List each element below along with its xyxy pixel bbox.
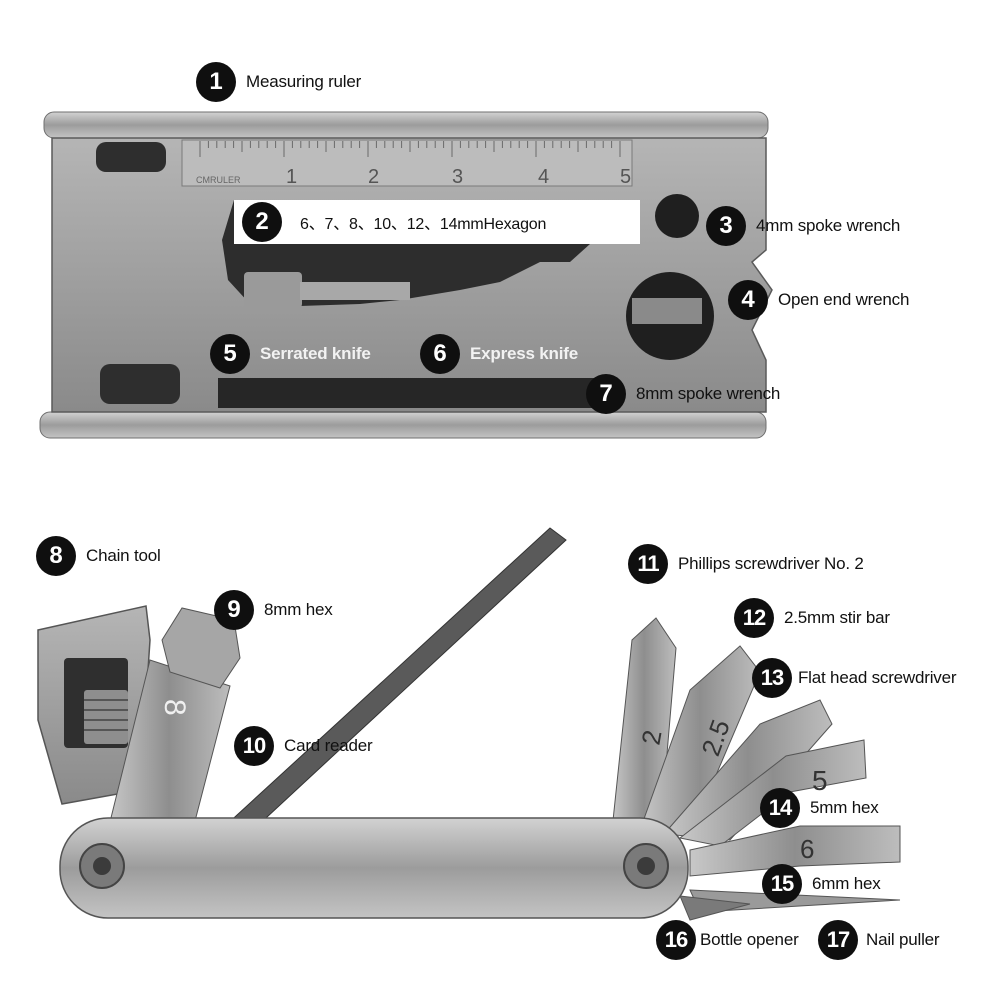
ruler-number-4: 4 (538, 166, 549, 188)
left-slot-bottom (100, 364, 180, 404)
callout-label: Nail puller (866, 930, 940, 949)
callout-8-chain-tool: 8 Chain tool (36, 536, 161, 576)
callout-number-badge: 3 (706, 206, 746, 246)
5mm-hex-engraving: 5 (812, 765, 828, 796)
callout-15-6mm-hex: 15 6mm hex (762, 864, 881, 904)
callout-4-open-end-wrench: 4 Open end wrench (728, 280, 909, 320)
callout-3-4mm-spoke-wrench: 3 4mm spoke wrench (706, 206, 900, 246)
callout-number-badge: 7 (586, 374, 626, 414)
ruler-tick-marks (199, 141, 621, 157)
ruler-number-5: 5 (620, 166, 631, 188)
callout-7-8mm-spoke-wrench: 7 8mm spoke wrench (586, 374, 780, 414)
callout-label: 6、7、8、10、12、14mmHexagon (300, 216, 547, 233)
callout-number-badge: 15 (762, 864, 802, 904)
callout-label: Measuring ruler (246, 72, 362, 91)
6mm-hex-engraving: 6 (800, 834, 814, 864)
callout-16-bottle-opener: 16 Bottle opener (656, 920, 799, 960)
ruler-number-2: 2 (368, 166, 379, 188)
callout-9-8mm-hex: 9 8mm hex (214, 590, 333, 630)
callout-number-badge: 11 (628, 544, 668, 584)
left-slot-top (96, 142, 166, 172)
open-end-wrench-gap (632, 298, 702, 324)
callout-label: Flat head screwdriver (798, 668, 957, 687)
card-reader-blade (210, 527, 567, 843)
callout-number-badge: 2 (242, 202, 282, 242)
phillips-bit-engraving: 2 (636, 728, 668, 747)
ruler-brand: CMRULER (196, 175, 241, 185)
callout-14-5mm-hex: 14 5mm hex (760, 788, 879, 828)
ruler-number-1: 1 (286, 166, 297, 188)
callout-label: Bottle opener (700, 930, 799, 949)
callout-label: 8mm spoke wrench (636, 384, 781, 403)
unfolded-multitool: 8 2 2.5 5 6 (37, 527, 901, 921)
callout-number-badge: 8 (36, 536, 76, 576)
callout-10-card-reader: 10 Card reader (234, 726, 373, 766)
bottle-opener-blade (679, 895, 751, 921)
6mm-hex-bit (689, 825, 901, 877)
callout-label: 4mm spoke wrench (756, 216, 901, 235)
top-rail (43, 111, 769, 139)
ruler-strip (181, 139, 633, 187)
callout-label: Phillips screwdriver No. 2 (678, 554, 864, 573)
callout-label: Express knife (470, 344, 578, 363)
callout-number-badge: 6 (420, 334, 460, 374)
callout-6-express-knife: 6 Express knife (420, 334, 578, 374)
callout-label: 8mm hex (264, 600, 333, 619)
callout-number-badge: 13 (752, 658, 792, 698)
callout-number-badge: 17 (818, 920, 858, 960)
8mm-hex-arm: 8 (107, 607, 241, 849)
bottom-rail (39, 411, 767, 439)
callout-label: Serrated knife (260, 344, 371, 363)
callout-12-stir-bar: 12 2.5mm stir bar (734, 598, 890, 638)
callout-2-hexagon: 2 6、7、8、10、12、14mmHexagon (234, 200, 640, 244)
bit-fan: 2 2.5 5 6 (611, 617, 901, 921)
callout-label: 5mm hex (810, 798, 879, 817)
callout-label: Open end wrench (778, 290, 910, 309)
multitool-handle (59, 817, 689, 919)
callout-number-badge: 4 (728, 280, 768, 320)
callout-label: 2.5mm stir bar (784, 608, 890, 627)
chain-tool-body (37, 605, 151, 805)
callout-label: Card reader (284, 736, 373, 755)
callout-number-badge: 9 (214, 590, 254, 630)
threaded-bolt (244, 272, 302, 308)
callout-17-nail-puller: 17 Nail puller (818, 920, 940, 960)
8mm-hex-engraving: 8 (158, 699, 191, 716)
ruler-number-3: 3 (452, 166, 463, 188)
callout-number-badge: 1 (196, 62, 236, 102)
callout-number-badge: 10 (234, 726, 274, 766)
serrated-knife-slot (218, 378, 598, 408)
callout-11-phillips-screwdriver: 11 Phillips screwdriver No. 2 (628, 544, 864, 584)
callout-5-serrated-knife: 5 Serrated knife (210, 334, 371, 374)
callout-number-badge: 12 (734, 598, 774, 638)
4mm-spoke-wrench-hole (655, 194, 699, 238)
callout-13-flat-head-screwdriver: 13 Flat head screwdriver (752, 658, 957, 698)
chain-pin-rod (300, 282, 410, 300)
callout-label: 6mm hex (812, 874, 881, 893)
callout-1-measuring-ruler: 1 Measuring ruler (196, 62, 361, 102)
callout-number-badge: 14 (760, 788, 800, 828)
callout-number-badge: 16 (656, 920, 696, 960)
callout-label: Chain tool (86, 546, 161, 565)
callout-number-badge: 5 (210, 334, 250, 374)
